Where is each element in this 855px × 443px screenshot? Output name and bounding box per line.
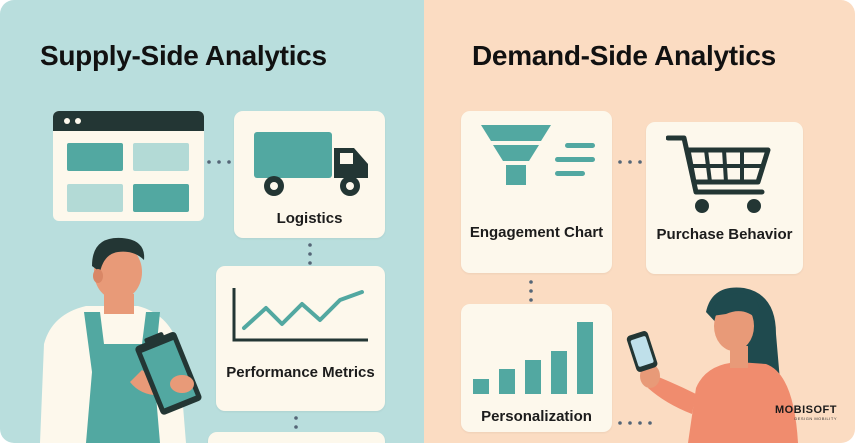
funnel-icon [481, 125, 595, 185]
worker-illustration [40, 237, 202, 443]
performance-metrics-label: Performance Metrics [226, 364, 375, 381]
personalization-bar [551, 351, 567, 394]
connector-dots [618, 421, 652, 425]
woman-with-phone-illustration [626, 287, 798, 443]
supply-side-title: Supply-Side Analytics [40, 40, 327, 71]
demand-side-title: Demand-Side Analytics [472, 40, 776, 71]
brand-tagline: DESIGN MOBILITY [794, 416, 837, 421]
truck-icon [254, 132, 368, 196]
line-chart-icon [232, 288, 368, 342]
connector-dots [294, 416, 298, 429]
shopping-cart-icon [666, 135, 771, 213]
performance-metrics-card: Performance Metrics [216, 266, 385, 411]
engagement-chart-label: Engagement Chart [469, 224, 604, 241]
connector-dots [207, 160, 231, 164]
personalization-bar [525, 360, 541, 394]
partial-card [208, 432, 385, 443]
personalization-bar [577, 322, 593, 394]
logistics-label: Logistics [276, 210, 343, 227]
logistics-card: Logistics [234, 111, 385, 238]
connector-dots [308, 243, 312, 265]
personalization-card: Personalization [461, 304, 612, 432]
dashboard-window-icon [53, 111, 204, 221]
connector-dots [618, 160, 642, 164]
personalization-bar [473, 379, 489, 394]
connector-dots [529, 280, 533, 302]
purchase-behavior-card: Purchase Behavior [646, 122, 803, 274]
personalization-label: Personalization [481, 408, 592, 425]
engagement-chart-card: Engagement Chart [461, 111, 612, 273]
bar-chart-icon [473, 322, 593, 394]
purchase-behavior-label: Purchase Behavior [656, 226, 793, 243]
personalization-bar [499, 369, 515, 394]
brand-name: MOBISOFT [774, 404, 837, 416]
mobisoft-logo: MOBISOFT DESIGN MOBILITY [775, 404, 837, 421]
